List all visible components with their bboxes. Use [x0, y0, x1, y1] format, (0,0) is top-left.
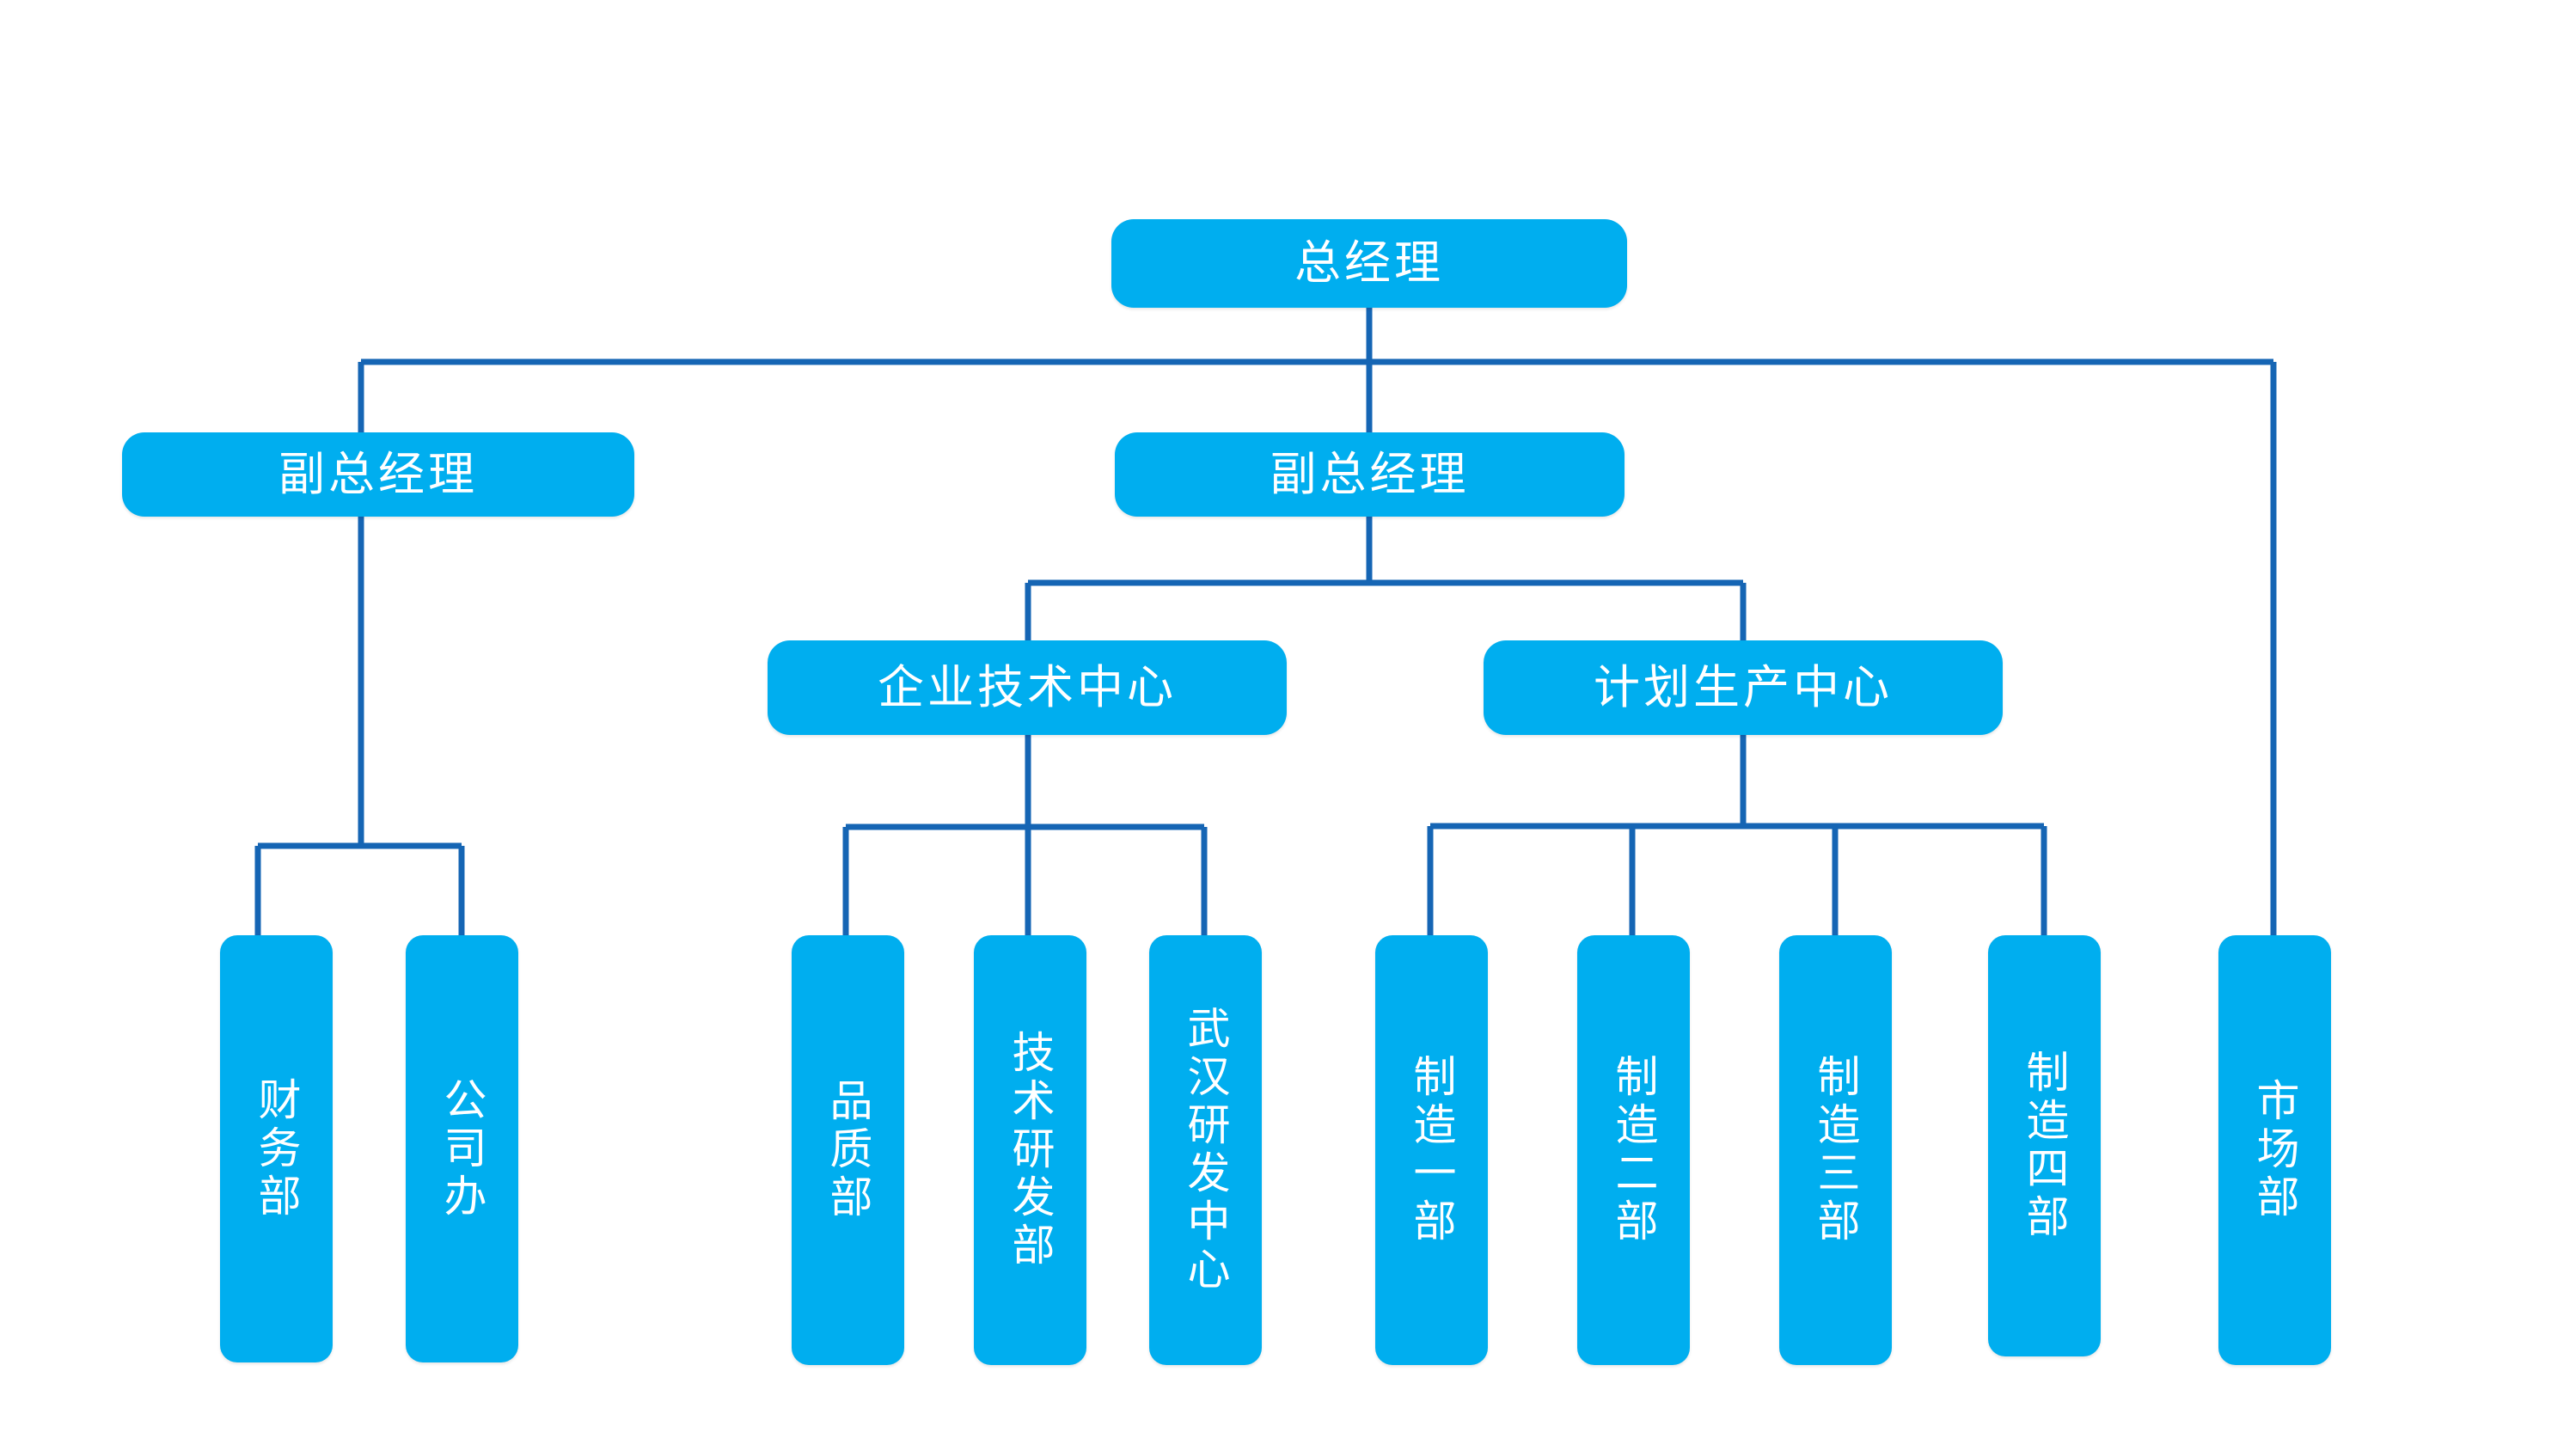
node-manufacturing-department-2[interactable]: 制造二部 [1577, 935, 1690, 1365]
node-wuhan-rnd-center[interactable]: 武汉研发中心 [1149, 935, 1262, 1365]
node-label-manufacturing-department-4: 制造四部 [2020, 1050, 2069, 1242]
node-label-quality-department: 品质部 [823, 1078, 872, 1222]
node-manufacturing-department-4[interactable]: 制造四部 [1988, 935, 2101, 1356]
node-label-planning-production-center: 计划生产中心 [1594, 661, 1893, 713]
node-deputy-general-manager-middle[interactable]: 副总经理 [1115, 432, 1625, 517]
node-label-deputy-general-manager-left: 副总经理 [278, 448, 478, 500]
node-technology-rnd-department[interactable]: 技术研发部 [974, 935, 1086, 1365]
node-label-company-office: 公司办 [437, 1076, 486, 1221]
node-label-general-manager: 总经理 [1294, 237, 1444, 290]
node-label-enterprise-technology-center: 企业技术中心 [878, 661, 1177, 713]
node-label-technology-rnd-department: 技术研发部 [1006, 1030, 1055, 1270]
node-label-manufacturing-department-2: 制造二部 [1609, 1054, 1658, 1246]
node-deputy-general-manager-left[interactable]: 副总经理 [122, 432, 634, 517]
node-label-deputy-general-manager-middle: 副总经理 [1270, 448, 1470, 500]
node-label-manufacturing-department-1: 制造一部 [1407, 1054, 1456, 1246]
node-label-marketing-department: 市场部 [2250, 1078, 2299, 1222]
node-finance-department[interactable]: 财务部 [220, 935, 333, 1362]
node-label-wuhan-rnd-center: 武汉研发中心 [1181, 1006, 1230, 1295]
node-label-manufacturing-department-3: 制造三部 [1811, 1054, 1860, 1246]
node-quality-department[interactable]: 品质部 [792, 935, 904, 1365]
node-manufacturing-department-1[interactable]: 制造一部 [1375, 935, 1488, 1365]
node-enterprise-technology-center[interactable]: 企业技术中心 [768, 640, 1287, 735]
node-marketing-department[interactable]: 市场部 [2218, 935, 2331, 1365]
node-planning-production-center[interactable]: 计划生产中心 [1484, 640, 2003, 735]
node-label-finance-department: 财务部 [252, 1076, 301, 1221]
node-general-manager[interactable]: 总经理 [1111, 219, 1627, 308]
node-manufacturing-department-3[interactable]: 制造三部 [1779, 935, 1892, 1365]
node-company-office[interactable]: 公司办 [406, 935, 518, 1362]
